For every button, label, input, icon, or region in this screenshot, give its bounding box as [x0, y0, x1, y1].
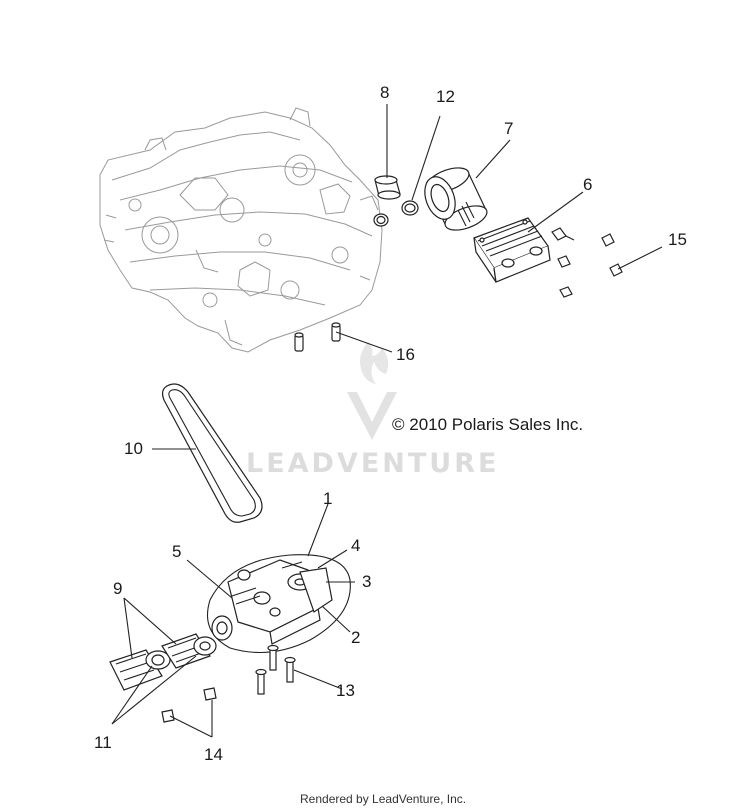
callout-5: 5: [172, 542, 181, 561]
callout-15: 15: [668, 230, 687, 249]
callout-13: 13: [336, 681, 355, 700]
callout-12: 12: [436, 87, 455, 106]
drive-belt: [161, 383, 263, 523]
callout-6: 6: [583, 175, 592, 194]
oil-pickup-screens: [109, 633, 217, 691]
oil-cooler: [473, 217, 551, 283]
cooler-screws: [551, 227, 623, 298]
leadventure-watermark: LEADVENTURE: [246, 342, 499, 479]
filter-nipple: [373, 175, 419, 227]
engine-block: [99, 107, 383, 353]
leader-lines: [111, 104, 663, 738]
footer-text: Rendered by LeadVenture, Inc.: [300, 792, 466, 806]
oil-filter: [424, 167, 488, 231]
copyright-text: © 2010 Polaris Sales Inc.: [392, 415, 583, 434]
dowel-pins: [294, 322, 341, 352]
callout-16: 16: [396, 345, 415, 364]
callout-9: 9: [113, 579, 122, 598]
callout-3: 3: [362, 572, 371, 591]
callout-4: 4: [351, 536, 360, 555]
flame-icon: [360, 342, 389, 384]
callout-8: 8: [380, 83, 389, 102]
v-logo-icon: [347, 392, 397, 440]
callout-14: 14: [204, 745, 223, 764]
callout-10: 10: [124, 439, 143, 458]
pickup-fasteners: [161, 687, 217, 723]
callout-labels: 8 12 7 6 15 16 10 1 4 5 3 9 2 13 11 14: [94, 83, 687, 764]
callout-1: 1: [323, 489, 332, 508]
callout-11: 11: [94, 733, 112, 752]
callout-7: 7: [504, 119, 513, 138]
pump-bolts: [255, 644, 296, 695]
oil-pump-assembly: [206, 554, 351, 654]
watermark-text: LEADVENTURE: [246, 448, 499, 479]
callout-2: 2: [351, 628, 360, 647]
